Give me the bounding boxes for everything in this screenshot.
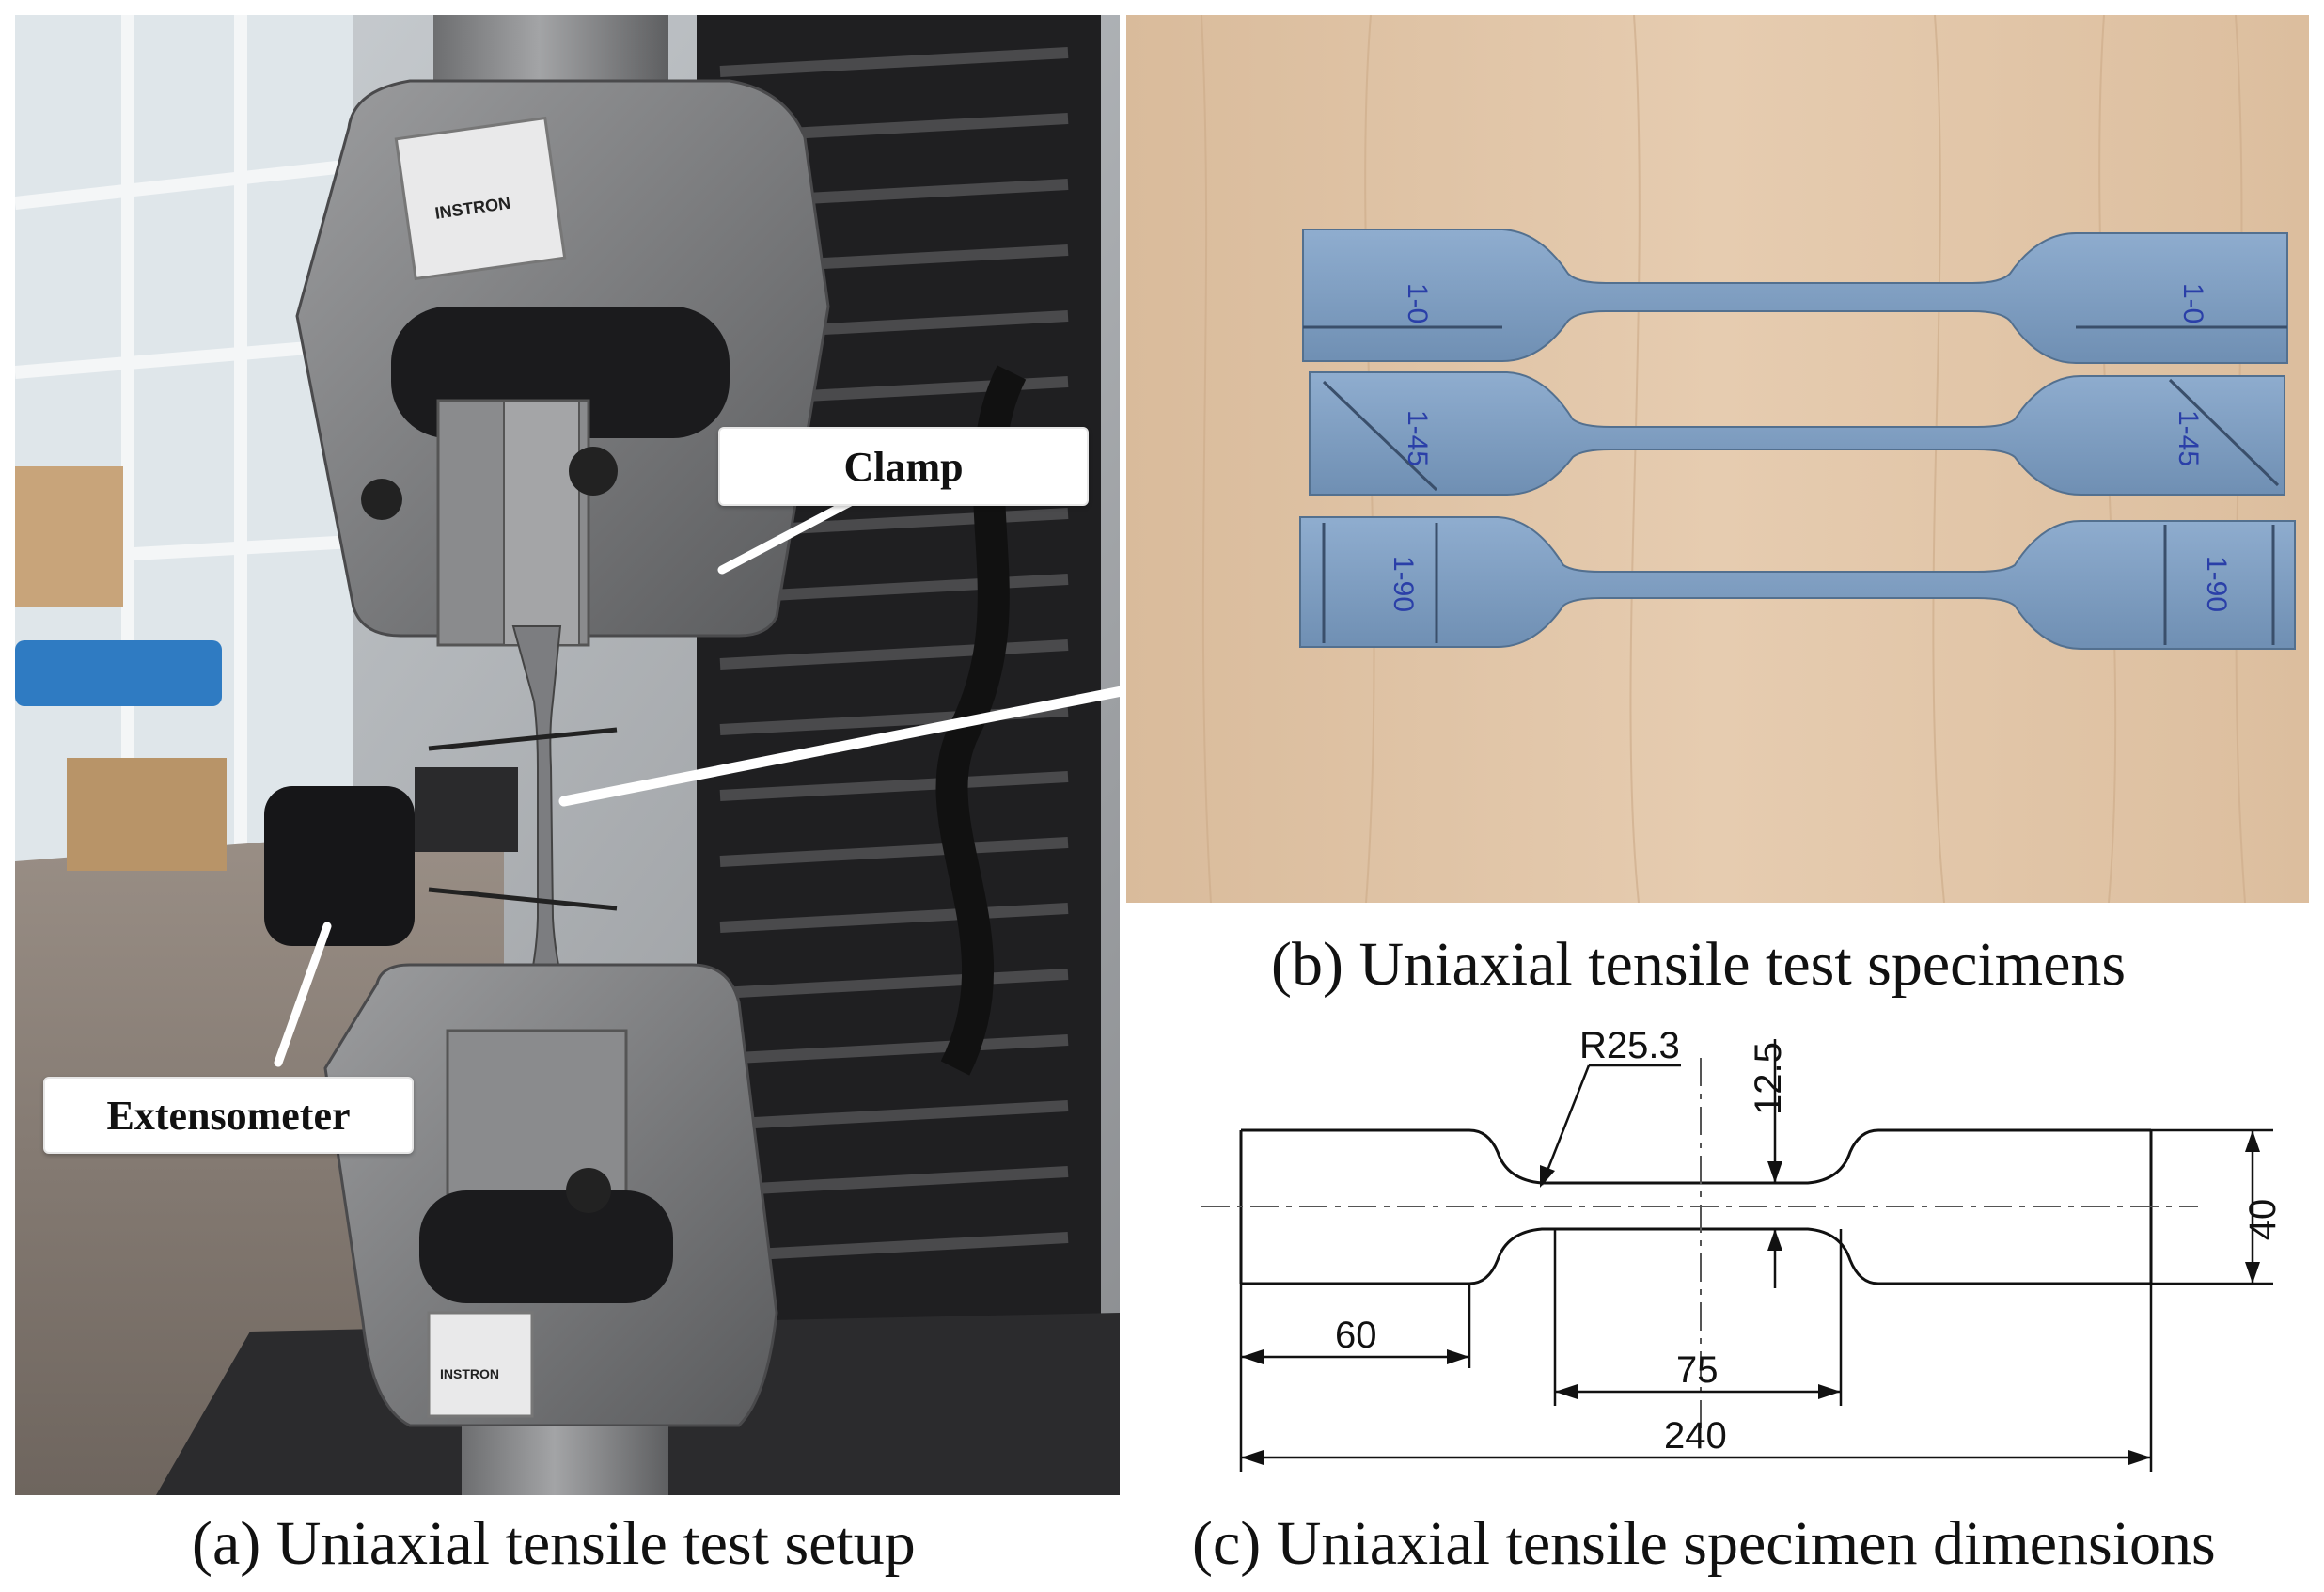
svg-text:1-0: 1-0	[2177, 283, 2208, 323]
dim-total-length: 240	[1664, 1415, 1727, 1457]
svg-text:1-0: 1-0	[1402, 283, 1433, 323]
svg-text:INSTRON: INSTRON	[440, 1366, 499, 1381]
caption-c: (c) Uniaxial tensile specimen dimensions	[1192, 1509, 2216, 1578]
specimen-dimension-drawing: 40 12.5 R25.3 60 75	[1126, 1011, 2309, 1500]
svg-text:1-45: 1-45	[1402, 410, 1433, 466]
svg-text:1-45: 1-45	[2173, 410, 2204, 466]
caption-b: (b) Uniaxial tensile test specimens	[1271, 930, 2127, 999]
specimen-90-deg: 1-90 1-90	[1299, 516, 2296, 650]
extensometer-device	[264, 727, 618, 946]
dimension-drawing-svg: 40 12.5 R25.3 60 75	[1201, 1025, 2284, 1472]
dim-gauge-length: 75	[1676, 1349, 1719, 1391]
instron-plate-upper: INSTRON	[394, 116, 567, 281]
svg-text:1-90: 1-90	[1388, 556, 1419, 612]
dim-gauge-width: 12.5	[1748, 1042, 1789, 1115]
test-setup-illustration: INSTRON INSTRON	[15, 15, 1120, 1495]
specimens-illustration: 1-0 1-0 1-45 1-45 1-90 1-90	[1126, 15, 2309, 903]
clamp-pointer	[717, 495, 860, 575]
clamp-label: Clamp	[718, 427, 1089, 506]
extensometer-pointer	[274, 922, 332, 1067]
specimens-photo: 1-0 1-0 1-45 1-45 1-90 1-90	[1126, 15, 2309, 903]
caption-a: (a) Uniaxial tensile test setup	[192, 1509, 916, 1578]
specimen-45-deg: 1-45 1-45	[1309, 371, 2285, 496]
dim-grip-width: 40	[2242, 1199, 2284, 1241]
specimen-0-deg: 1-0 1-0	[1302, 229, 2288, 364]
instron-plate-lower: INSTRON	[427, 1311, 534, 1418]
extensometer-label: Extensometer	[43, 1077, 414, 1154]
test-setup-photo: INSTRON INSTRON	[15, 15, 1120, 1495]
dim-radius: R25.3	[1579, 1025, 1680, 1066]
svg-text:1-90: 1-90	[2201, 556, 2232, 612]
dim-grip-length: 60	[1335, 1315, 1377, 1356]
